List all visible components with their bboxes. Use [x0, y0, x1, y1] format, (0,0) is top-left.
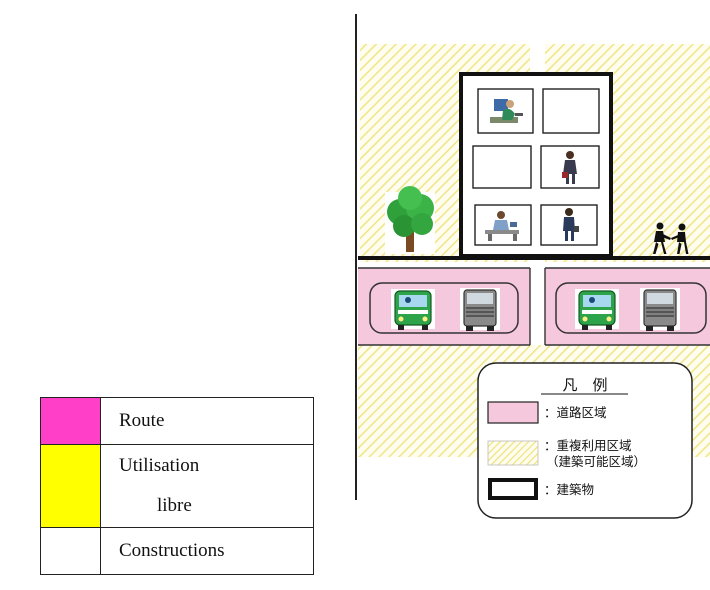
- desk-worker-icon: [485, 211, 519, 241]
- legend-row-route: Route: [40, 397, 314, 445]
- route-label: Route: [100, 397, 314, 445]
- route-swatch: [40, 397, 101, 445]
- french-legend-table: Route Utilisation libre Constructions: [40, 397, 314, 590]
- free-use-label: Utilisation libre: [100, 444, 314, 528]
- window: [472, 145, 532, 189]
- legend-overlap-swatch: [487, 440, 539, 466]
- businessman-icon: [563, 208, 579, 241]
- legend-title: 凡 例: [562, 376, 607, 394]
- free-use-label-line1: Utilisation: [119, 455, 200, 476]
- bus-icon: [391, 289, 435, 330]
- legend-building-label: ：建築物: [544, 482, 594, 497]
- constructions-swatch: [40, 527, 101, 575]
- businesswoman-icon: [562, 151, 577, 184]
- truck-icon: [640, 288, 680, 331]
- japanese-legend: 凡 例 ：道路区域 ：重複利用区域 （建築可能区域） ：建築物: [477, 362, 693, 519]
- land-use-diagram: 凡 例 ：道路区域 ：重複利用区域 （建築可能区域） ：建築物: [355, 14, 710, 519]
- legend-row-constructions: Constructions: [40, 527, 314, 575]
- pedestrians-icon: [653, 222, 689, 254]
- legend-overlap-label-line1: ：重複利用区域: [544, 438, 632, 453]
- free-use-label-line2: libre: [157, 495, 192, 516]
- tree-icon: [385, 186, 435, 254]
- bus-icon: [575, 289, 619, 330]
- constructions-label: Constructions: [100, 527, 314, 575]
- window: [542, 88, 600, 134]
- office-worker-icon: [490, 99, 523, 123]
- truck-icon: [460, 288, 500, 331]
- legend-overlap-label-line2: （建築可能区域）: [546, 454, 646, 469]
- legend-road-swatch: [487, 401, 539, 424]
- legend-road-label: ：道路区域: [544, 405, 607, 420]
- legend-building-swatch: [488, 478, 538, 500]
- legend-row-free-use: Utilisation libre: [40, 444, 314, 528]
- free-use-swatch: [40, 444, 101, 528]
